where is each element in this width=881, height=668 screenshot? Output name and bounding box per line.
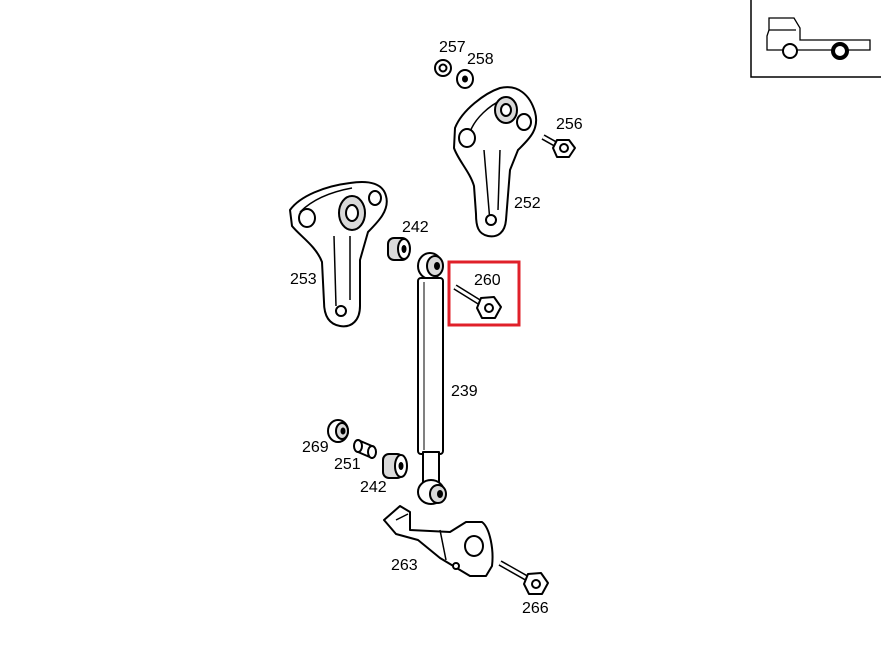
label-258: 258 [467,51,494,68]
part-251-sleeve[interactable] [353,439,377,459]
label-269: 269 [302,439,329,456]
part-242-bushing-upper[interactable] [387,237,411,261]
highlight-box-260 [447,260,521,327]
label-256: 256 [556,116,583,133]
truck-rear-axle-icon [750,0,881,78]
label-266: 266 [522,600,549,617]
label-260: 260 [474,272,501,289]
part-269-nut[interactable] [327,419,349,443]
label-253: 253 [290,271,317,288]
part-257-nut[interactable] [434,59,452,77]
part-256-bolt[interactable] [541,134,576,158]
label-239: 239 [451,383,478,400]
part-266-bolt[interactable] [498,560,549,595]
part-260-bolt[interactable] [453,284,502,319]
part-258-washer[interactable] [456,69,474,89]
label-263: 263 [391,557,418,574]
label-252: 252 [514,195,541,212]
label-242-lower: 242 [360,479,387,496]
label-242-upper: 242 [402,219,429,236]
label-257: 257 [439,39,466,56]
label-251: 251 [334,456,361,473]
part-252-bracket[interactable] [453,86,538,238]
part-253-bracket[interactable] [289,181,388,328]
part-242-bushing-lower[interactable] [382,453,408,479]
part-263-bracket[interactable] [383,505,494,577]
part-239-shock-absorber[interactable] [417,252,447,505]
